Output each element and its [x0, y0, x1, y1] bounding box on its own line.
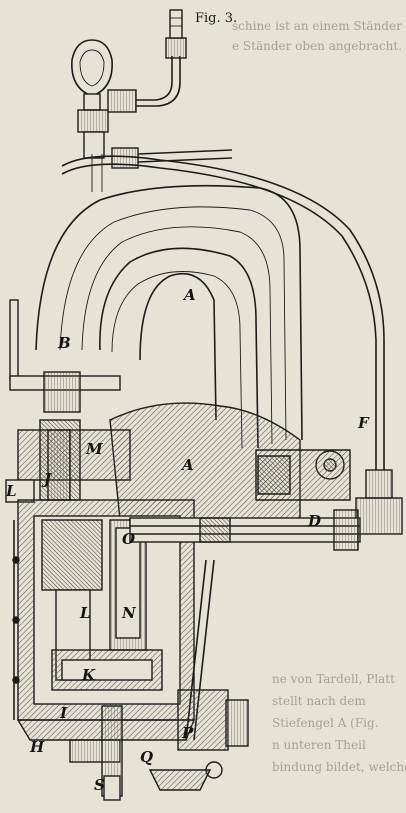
label-d: D: [307, 512, 321, 530]
figure-labels: A B M A F J L O D L N K I H P Q S: [5, 286, 370, 794]
label-f: F: [357, 414, 370, 432]
label-h: H: [29, 738, 45, 756]
lever-p: [148, 559, 249, 791]
bg-line-7: bindung bildet, welche die Leitung D: [272, 760, 406, 774]
label-j: J: [41, 470, 52, 488]
label-b: B: [57, 334, 71, 352]
bg-line-4: stellt nach dem: [272, 694, 366, 708]
frame-a: [35, 184, 351, 521]
bg-line-5: Stiefengel A (Fig.: [272, 716, 379, 730]
label-l-upper: L: [5, 482, 17, 500]
label-n: N: [121, 604, 137, 622]
label-l-lower: L: [79, 604, 91, 622]
label-m: M: [85, 440, 103, 458]
label-k: K: [81, 666, 96, 684]
bg-line-3: ne von Tardell, Platt: [272, 672, 395, 686]
figure-caption: Fig. 3.: [195, 11, 237, 26]
label-p: P: [181, 724, 194, 742]
cylinder-housing: [5, 419, 196, 801]
label-s: S: [94, 776, 105, 794]
label-q: Q: [140, 748, 153, 766]
bracket-b: [9, 299, 121, 413]
label-a-lower: A: [180, 456, 194, 474]
label-a-upper: A: [182, 286, 196, 304]
bg-line-2: e Ständer oben angebracht. Die ganze Vor…: [232, 39, 406, 53]
valve-fitting: [71, 9, 233, 169]
bg-line-1: schine ist an einem Ständer befestigt un…: [232, 19, 406, 33]
shaft-d: [129, 509, 361, 551]
label-o: O: [122, 530, 135, 548]
bg-line-6: n unteren Theil: [272, 738, 366, 752]
background-text: schine ist an einem Ständer befestigt un…: [232, 19, 406, 774]
label-i: I: [59, 704, 68, 722]
